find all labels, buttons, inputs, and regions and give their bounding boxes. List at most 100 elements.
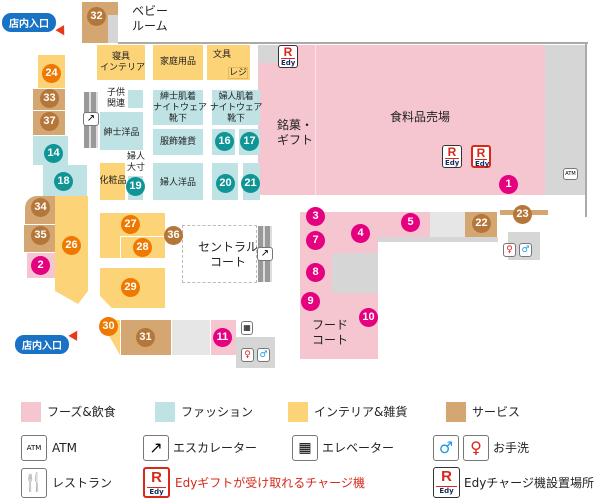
store-badge-29[interactable]: 29 [121,278,140,297]
store-badge-10[interactable]: 10 [359,308,378,327]
confectionery-label: 銘菓・ ギフト [276,118,313,147]
legend-elevator: エレベーター [322,441,395,455]
store-badge-27[interactable]: 27 [121,215,140,234]
legend-atm: ATM [52,441,77,455]
food-floor-area[interactable] [258,63,545,195]
womens-wear-label: 婦人洋品 [159,178,196,188]
escalator-icon: ↗ [83,112,99,126]
legend-food: フーズ&飲食 [47,405,116,419]
escalator-icon: ↗ [143,435,169,461]
legend-restaurant: レストラン [52,476,113,490]
store-badge-36[interactable]: 36 [164,226,183,245]
mens-wear-label: 紳士洋品 [103,128,140,138]
store-badge-34[interactable]: 34 [31,198,50,217]
baby-room-label: ベビー ルーム [132,4,169,33]
mens-restroom-icon: ♂ [519,243,532,257]
legend-swatch-service [446,402,466,422]
entrance-arrow-icon [68,328,82,341]
store-badge-31[interactable]: 31 [136,328,155,347]
register-area [228,67,248,79]
accessories-area[interactable] [153,129,203,155]
food-floor-area [288,45,545,65]
store-badge-28[interactable]: 28 [133,238,152,257]
legend-edy-charge: Edyチャージ機設置場所 [464,476,594,490]
womens-underwear-area[interactable] [212,90,260,125]
store-badge-7[interactable]: 7 [306,231,325,250]
bedding-label: 寝具 インテリア [100,52,146,73]
store-badge-9[interactable]: 9 [301,292,320,311]
store-badge-17[interactable]: 17 [240,132,259,151]
store-badge-8[interactable]: 8 [306,263,325,282]
wall [585,42,587,217]
mens-wear-area[interactable] [100,112,143,150]
food-floor-label: 食料品売場 [389,110,450,124]
stationery-label: 文具 [212,50,231,60]
central-court-label: セントラル コート [197,240,258,269]
mens-underwear-area[interactable] [153,90,203,125]
store-badge-32[interactable]: 32 [87,7,106,26]
store-badge-14[interactable]: 14 [44,144,63,163]
store-badge-19[interactable]: 19 [126,177,145,196]
central-court[interactable] [182,225,257,283]
corridor [172,320,210,355]
food-court-label: フード コート [311,318,348,347]
womens-restroom-icon: ♀ [503,243,516,257]
corridor [378,237,498,242]
store-28[interactable] [120,236,165,258]
legend-swatch-fashion [155,402,175,422]
womens-restroom-icon: ♀ [241,348,254,362]
bedding-area[interactable] [97,45,145,80]
accessories-label: 服飾雑貨 [159,137,196,147]
mens-restroom-icon: ♂ [257,348,270,362]
cosmetics-area[interactable] [100,163,125,200]
store-badge-30[interactable]: 30 [99,317,118,336]
escalator-icon: ↗ [257,247,273,261]
kids-area[interactable] [128,90,143,108]
legend-service: サービス [472,405,521,419]
elevator-icon: ▦ [241,321,253,335]
divider [315,45,316,195]
store-badge-5[interactable]: 5 [401,213,420,232]
mens-underwear-label: 紳士肌着 ナイトウェア 靴下 [153,92,208,124]
legend-edy-gift: Edyギフトが受け取れるチャージ機 [175,476,365,490]
corridor [430,212,465,237]
store-badge-24[interactable]: 24 [42,64,61,83]
womens-wear-area[interactable] [153,163,203,200]
womens-restroom-icon: ♀ [463,435,489,461]
store-badge-18[interactable]: 18 [54,172,73,191]
womens-underwear-label: 婦人肌着 ナイトウェア 靴下 [209,92,263,124]
store-badge-3[interactable]: 3 [306,207,325,226]
kids-label: 子供 関連 [106,88,125,109]
legend-swatch-interior [288,402,308,422]
entrance-label: 店内入口 [2,13,56,32]
store-badge-11[interactable]: 11 [213,328,232,347]
store-badge-33[interactable]: 33 [40,89,59,108]
store-badge-1[interactable]: 1 [499,175,518,194]
store-badge-26[interactable]: 26 [62,236,81,255]
legend-restroom: お手洗 [493,441,530,455]
corridor [332,253,378,293]
register-label: レジ [228,68,247,78]
store-badge-22[interactable]: 22 [472,214,491,233]
store-badge-4[interactable]: 4 [351,224,370,243]
baby-room-area [108,15,118,43]
store-badge-16[interactable]: 16 [215,132,234,151]
store-badge-20[interactable]: 20 [216,174,235,193]
store-badge-2[interactable]: 2 [31,256,50,275]
atm-icon: ATM [21,435,47,461]
store-badge-21[interactable]: 21 [241,174,260,193]
elevator-icon: ▦ [292,435,318,461]
store-badge-37[interactable]: 37 [40,112,59,131]
store-badge-23[interactable]: 23 [513,205,532,224]
wall [118,42,588,44]
atm-icon: ATM [563,168,578,180]
legend-fashion: ファッション [181,405,254,419]
legend-interior: インテリア&雑貨 [314,405,408,419]
household-area[interactable] [153,45,203,80]
store-badge-35[interactable]: 35 [31,226,50,245]
